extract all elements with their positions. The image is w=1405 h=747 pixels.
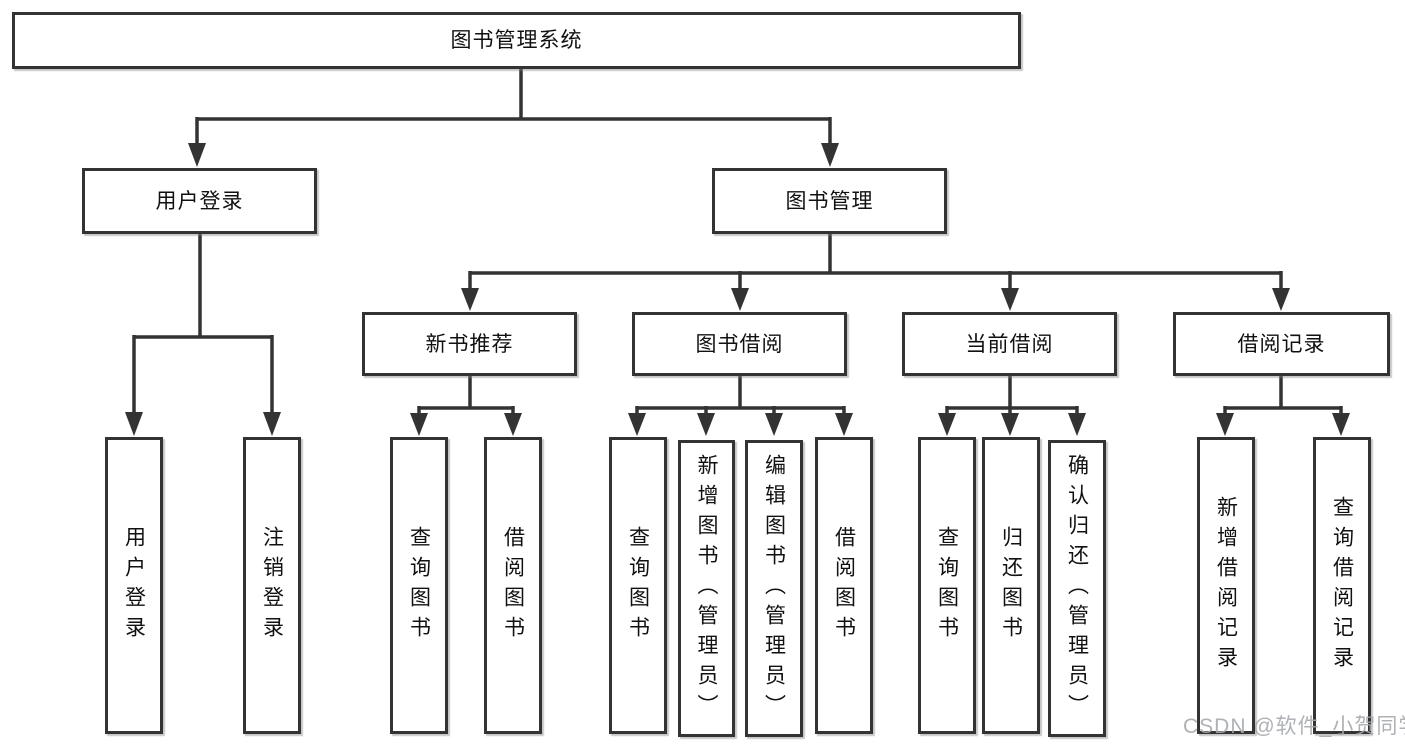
node-book-borrow: 图书借阅 [632,312,847,376]
leaf-current-return-books: 归还图书 [982,437,1040,734]
leaf-user-login: 用户登录 [105,437,163,734]
leaf-borrow-add-books-admin: 新增图书（管理员） [678,440,735,737]
leaf-current-query-books: 查询图书 [918,437,976,734]
arrowheads [125,143,1350,436]
leaf-current-confirm-return-admin: 确认归还（管理员） [1048,440,1106,737]
leaf-logout: 注销登录 [243,437,301,734]
leaf-records-query-record: 查询借阅记录 [1313,437,1371,734]
leaf-borrow-borrow-books: 借阅图书 [815,437,873,734]
node-borrow-records: 借阅记录 [1173,312,1390,376]
node-book-management: 图书管理 [712,168,947,234]
leaf-recommend-borrow-books: 借阅图书 [484,437,542,734]
node-root-system: 图书管理系统 [12,12,1021,69]
csdn-watermark: CSDN @软件_小贺同学 [1183,715,1405,738]
leaf-records-add-record: 新增借阅记录 [1197,437,1255,734]
node-current-borrow: 当前借阅 [902,312,1117,376]
leaf-recommend-query-books: 查询图书 [390,437,448,734]
leaf-borrow-edit-books-admin: 编辑图书（管理员） [745,440,803,737]
node-user-login: 用户登录 [82,168,317,234]
node-new-book-recommend: 新书推荐 [362,312,577,376]
leaf-borrow-query-books: 查询图书 [609,437,667,734]
